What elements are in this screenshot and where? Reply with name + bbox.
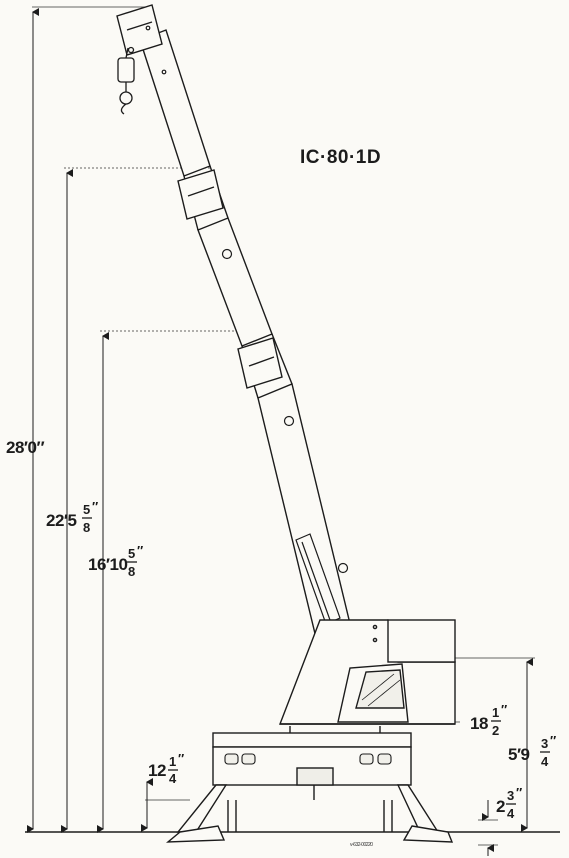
boom-base-section bbox=[257, 383, 353, 647]
svg-text:″: ″ bbox=[550, 733, 556, 748]
crane-chassis bbox=[212, 726, 412, 800]
diagram-title: IC·80·1D bbox=[300, 147, 381, 168]
svg-text:5: 5 bbox=[128, 546, 135, 561]
svg-text:″: ″ bbox=[92, 499, 98, 514]
svg-text:4: 4 bbox=[541, 754, 549, 769]
svg-text:8: 8 bbox=[128, 564, 135, 579]
svg-text:2: 2 bbox=[496, 797, 505, 816]
svg-text:″: ″ bbox=[516, 785, 522, 800]
svg-text:8: 8 bbox=[83, 520, 90, 535]
boom-head-low bbox=[237, 337, 283, 389]
boom-head-top bbox=[116, 4, 163, 56]
svg-text:2: 2 bbox=[492, 723, 499, 738]
svg-text:5′9: 5′9 bbox=[508, 745, 530, 764]
crane-boom bbox=[116, 4, 353, 647]
svg-text:4: 4 bbox=[507, 806, 515, 821]
cab-height-label: 5′9 3 4 ″ bbox=[508, 733, 557, 769]
chassis-lights bbox=[224, 753, 392, 765]
ground-clearance-label: 12 1 4 ″ bbox=[148, 751, 185, 786]
svg-text:12: 12 bbox=[148, 761, 166, 780]
svg-text:16′10: 16′10 bbox=[88, 555, 127, 574]
boom-top-section bbox=[139, 29, 211, 177]
svg-text:″: ″ bbox=[501, 702, 507, 717]
svg-text:3: 3 bbox=[507, 788, 514, 803]
overall-height-label: 28′0″ bbox=[6, 438, 44, 457]
counterweight bbox=[387, 619, 456, 663]
svg-text:18: 18 bbox=[470, 714, 488, 733]
svg-text:″: ″ bbox=[137, 543, 143, 558]
outriggers bbox=[165, 784, 454, 843]
low-height-label: 16′10 5 8 ″ bbox=[88, 543, 144, 579]
base-clearance-label: 2 3 4 ″ bbox=[496, 785, 523, 821]
svg-text:3: 3 bbox=[541, 736, 548, 751]
hook-block bbox=[117, 46, 135, 115]
lift-cylinder bbox=[295, 533, 341, 625]
boom-holes bbox=[145, 25, 349, 574]
svg-text:4: 4 bbox=[169, 771, 177, 786]
operator-cab bbox=[337, 663, 409, 723]
boom-offset-label: 18 1 2 ″ bbox=[470, 702, 508, 738]
svg-text:22′5: 22′5 bbox=[46, 511, 76, 530]
dimension-lines bbox=[27, 7, 533, 856]
drawing-reference: v-632-00220 bbox=[350, 842, 373, 848]
mid-height-label: 22′5 5 8 ″ bbox=[46, 499, 99, 535]
svg-text:1: 1 bbox=[169, 754, 176, 769]
boom-head-mid bbox=[177, 169, 224, 220]
boom-mid-section bbox=[197, 217, 273, 347]
cab-window bbox=[355, 669, 405, 709]
svg-text:1: 1 bbox=[492, 705, 499, 720]
svg-text:″: ″ bbox=[178, 751, 184, 766]
svg-text:5: 5 bbox=[83, 502, 90, 517]
